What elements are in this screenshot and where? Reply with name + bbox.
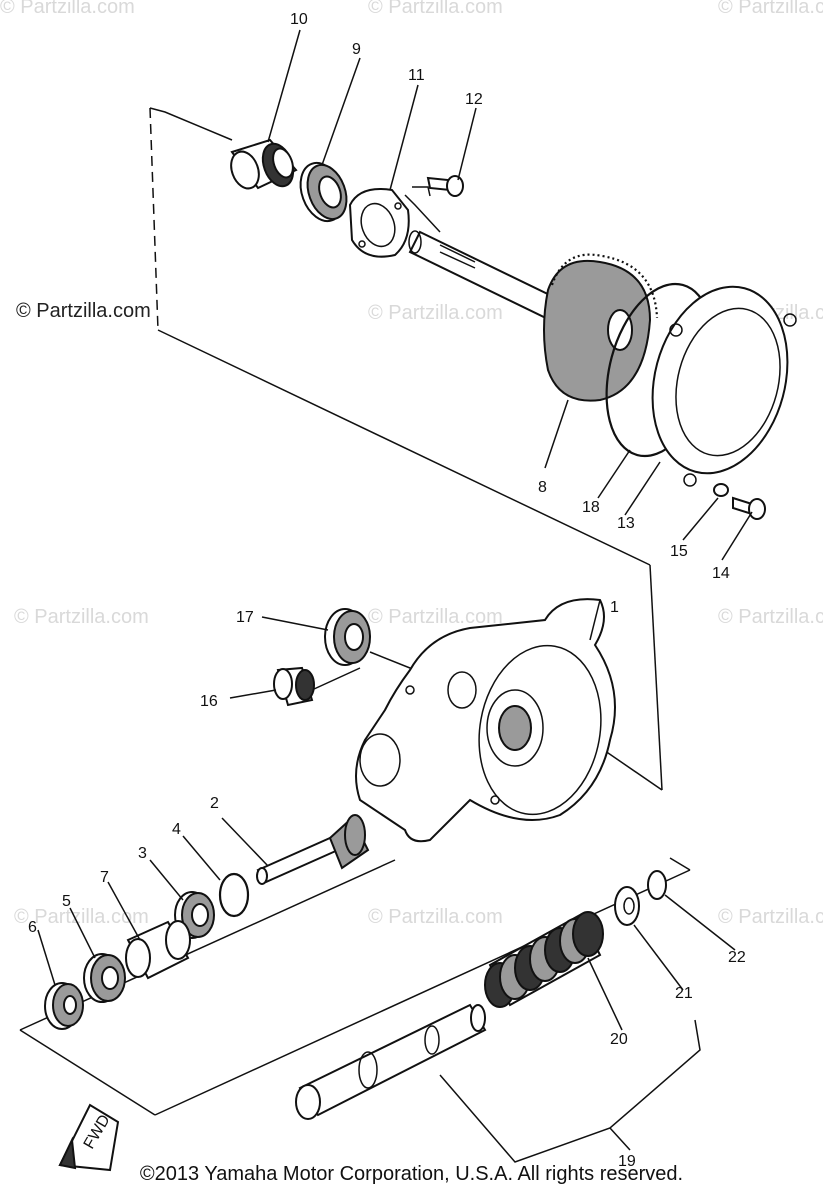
watermark-dark: © Partzilla.com: [16, 300, 151, 322]
part-20-spring: [484, 911, 604, 1008]
watermark: © Partzilla.com: [718, 0, 823, 18]
watermark: © Partzilla.com: [14, 906, 149, 928]
part-7-collar: [125, 920, 191, 980]
leader-lines: [37, 29, 753, 1163]
callout-19: 19: [618, 1153, 636, 1170]
guide-line: [404, 194, 441, 233]
guide-line: [149, 107, 159, 331]
part-15-washer: [713, 483, 729, 497]
part-17-bearing: [324, 608, 371, 666]
fwd-direction-arrow: [58, 1103, 120, 1172]
part-16-bushing: [273, 666, 315, 707]
part-2-pinion: [256, 814, 370, 885]
part-9-bearing: [299, 161, 348, 223]
guide-line: [149, 107, 233, 141]
part-11-plate: [348, 188, 410, 258]
watermark: © Partzilla.com: [0, 0, 135, 18]
callout-2: 2: [210, 795, 219, 812]
callout-10: 10: [290, 11, 308, 28]
callout-1: 1: [610, 599, 619, 616]
callout-3: 3: [138, 845, 147, 862]
part-14-bolt: [732, 496, 766, 520]
guide-line: [669, 857, 691, 871]
guide-line: [649, 564, 663, 791]
part-19-damper-shaft: [295, 1003, 487, 1120]
guide-line: [19, 1029, 156, 1116]
part-6-seal: [44, 982, 84, 1030]
copyright-notice: ©2013 Yamaha Motor Corporation, U.S.A. A…: [139, 1163, 684, 1185]
part-5-bearing: [83, 953, 126, 1003]
callout-6: 6: [28, 919, 37, 936]
watermark: © Partzilla.com: [368, 906, 503, 928]
callout-17: 17: [236, 609, 254, 626]
part-12-bolt: [426, 175, 464, 197]
callout-15: 15: [670, 543, 688, 560]
part-10-bushing: [230, 138, 298, 190]
part-8-sprocket-shaft: [408, 230, 659, 402]
callout-14: 14: [712, 565, 730, 582]
callout-7: 7: [100, 869, 109, 886]
callout-20: 20: [610, 1031, 628, 1048]
part-13-cover: [651, 285, 797, 487]
watermark: © Partzilla.com: [368, 302, 503, 324]
callout-5: 5: [62, 893, 71, 910]
callout-9: 9: [352, 41, 361, 58]
watermark: © Partzilla.com: [718, 606, 823, 628]
callout-18: 18: [582, 499, 600, 516]
guide-line: [157, 329, 651, 566]
part-4-circlip: [218, 872, 250, 918]
callout-13: 13: [617, 515, 635, 532]
guide-line: [154, 869, 691, 1116]
watermark: © Partzilla.com: [14, 606, 149, 628]
callout-16: 16: [200, 693, 218, 710]
callout-21: 21: [675, 985, 693, 1002]
callout-8: 8: [538, 479, 547, 496]
part-1-case: [355, 598, 616, 843]
callout-11: 11: [408, 67, 425, 84]
callout-22: 22: [728, 949, 746, 966]
part-22-cap: [647, 870, 667, 900]
guide-line: [412, 186, 431, 197]
callout-12: 12: [465, 91, 483, 108]
callout-4: 4: [172, 821, 181, 838]
watermark: © Partzilla.com: [368, 0, 503, 18]
watermark: © Partzilla.com: [718, 906, 823, 928]
watermark: © Partzilla.com: [368, 606, 503, 628]
part-21-washer: [614, 886, 640, 926]
